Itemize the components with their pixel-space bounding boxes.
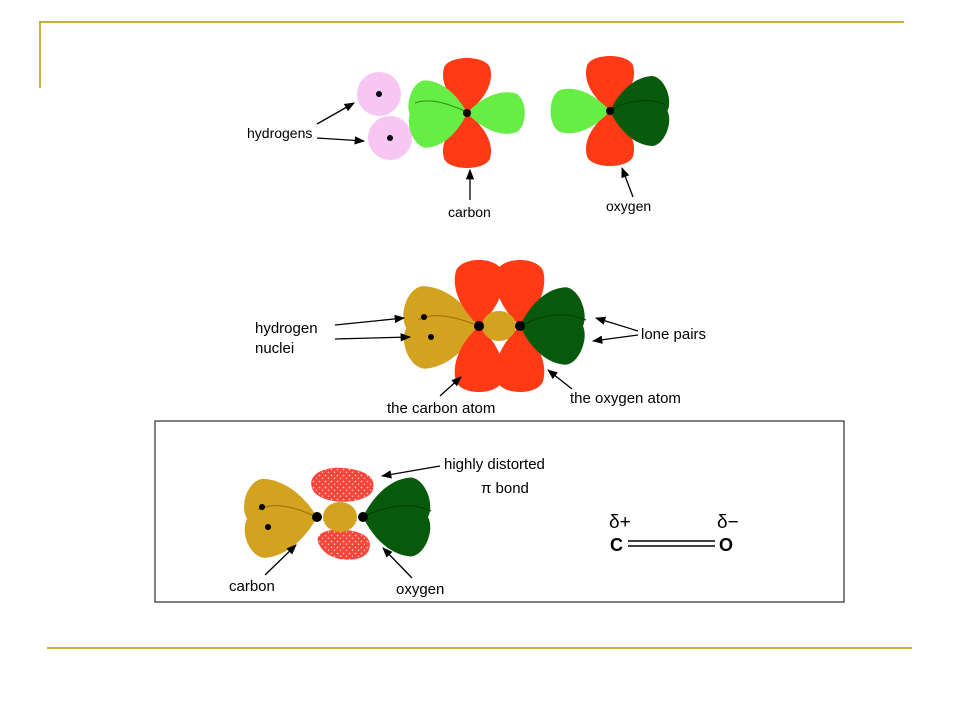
hydrogen-nucleus xyxy=(259,504,265,510)
carbon-label: carbon xyxy=(448,204,491,220)
c-o-sigma-bond xyxy=(323,502,357,532)
delta-minus-label: δ− xyxy=(717,512,739,533)
oxygen-lone-pairs xyxy=(512,282,591,370)
carbon-atom-label: the carbon atom xyxy=(387,400,495,417)
lone-pair-arrow-lower xyxy=(591,334,639,344)
delta-plus-label: δ+ xyxy=(609,512,631,533)
lone-pair-arrow-upper xyxy=(595,316,639,332)
carbon-nucleus xyxy=(474,321,484,331)
pi-bond-panel-box xyxy=(154,420,845,603)
carbon-orbitals xyxy=(403,58,525,168)
hydrogen-nuclei-label-line2: nuclei xyxy=(255,340,294,357)
oxygen-nucleus xyxy=(358,512,368,522)
oxygen-label: oxygen xyxy=(396,581,444,598)
hydrogen-arrow-upper xyxy=(316,102,355,125)
lone-pairs-label: lone pairs xyxy=(641,326,706,343)
oxygen-lone-pairs xyxy=(355,472,436,562)
carbon-atom-arrow xyxy=(439,376,462,397)
panel-pi-bond: highly distorted π bond carbon oxygen δ+… xyxy=(229,456,739,598)
panel-separate-atoms: hydrogens carbon oxygen xyxy=(247,56,675,220)
hydrogen-nucleus xyxy=(376,91,382,97)
c-o-sigma-bond xyxy=(482,311,516,341)
panel-molecule: hydrogen nuclei lone pairs the carbon at… xyxy=(255,260,706,417)
pi-bond-label-line2: π bond xyxy=(481,480,529,497)
hydrogens-label: hydrogens xyxy=(247,125,312,141)
hydrogen-nuclei-arrow-lower xyxy=(334,333,412,342)
hydrogen-arrow-lower xyxy=(316,136,366,145)
left-rule xyxy=(39,21,41,88)
carbon-label: carbon xyxy=(229,578,275,595)
hydrogen-nucleus xyxy=(265,524,271,530)
carbon-arrow xyxy=(264,544,297,576)
hydrogen-nuclei-arrow-upper xyxy=(334,314,406,326)
carbon-symbol: C xyxy=(610,535,623,555)
oxygen-symbol: O xyxy=(719,535,733,555)
carbon-nucleus xyxy=(463,109,471,117)
oxygen-arrow xyxy=(621,167,634,198)
hydrogen-orbitals xyxy=(357,72,412,160)
carbon-nucleus xyxy=(312,512,322,522)
top-rule xyxy=(40,21,904,23)
pi-bond-lobe-lower xyxy=(317,529,370,560)
oxygen-atom-label: the oxygen atom xyxy=(570,390,681,407)
hydrogen-nucleus xyxy=(421,314,427,320)
oxygen-nucleus xyxy=(515,321,525,331)
oxygen-orbitals xyxy=(550,56,675,166)
oxygen-nucleus xyxy=(606,107,614,115)
hydrogen-nuclei-label-line1: hydrogen xyxy=(255,320,318,337)
pi-bond-arrow xyxy=(380,465,441,479)
hydrogen-nucleus xyxy=(428,334,434,340)
oxygen-atom-arrow xyxy=(547,369,573,390)
carbon-bonding-orbitals xyxy=(238,474,325,563)
oxygen-arrow xyxy=(382,547,413,579)
pi-bond-lobe-upper xyxy=(311,467,374,502)
oxygen-label: oxygen xyxy=(606,198,651,214)
hydrogen-nucleus xyxy=(387,135,393,141)
bottom-rule xyxy=(47,647,912,649)
pi-bond-label-line1: highly distorted xyxy=(444,456,545,473)
